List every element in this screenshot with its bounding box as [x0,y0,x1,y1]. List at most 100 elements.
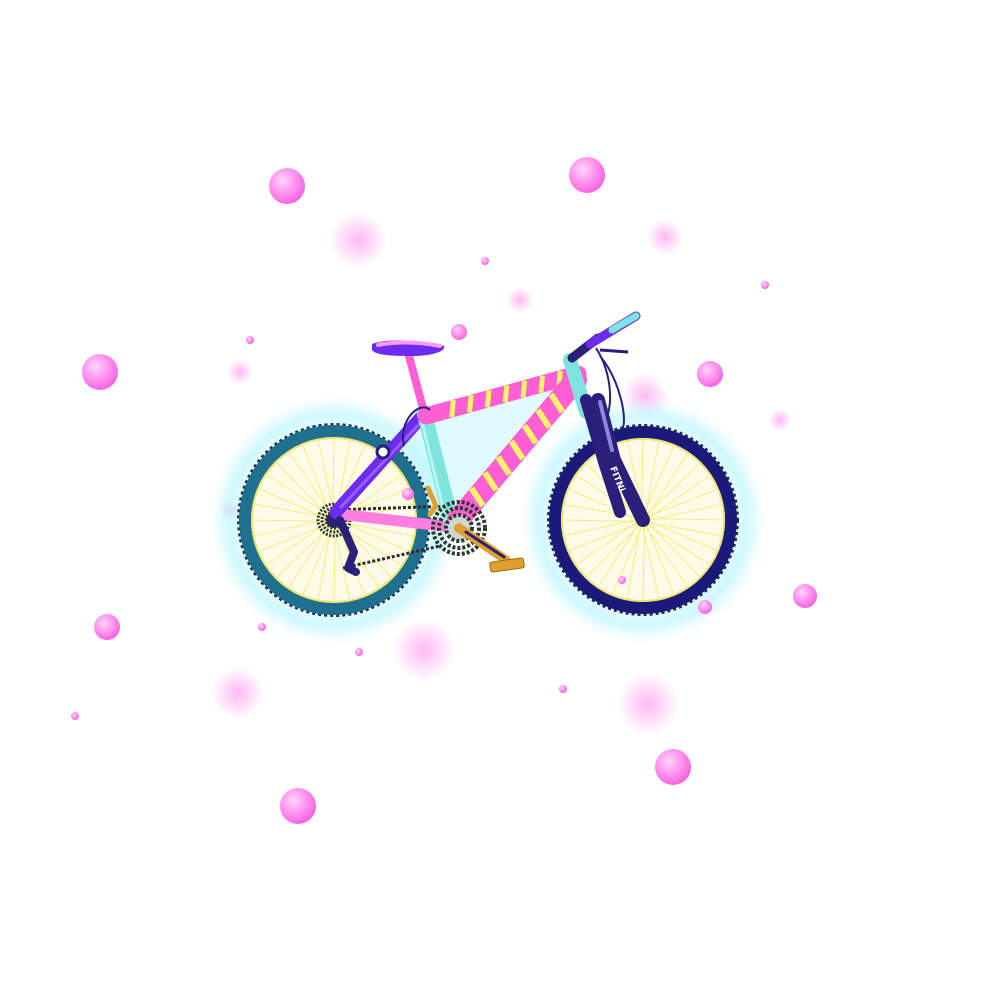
haze-bubble [212,667,264,719]
bubble [451,324,467,340]
seat-post [405,352,428,416]
haze-bubble [616,672,680,736]
spoke [332,438,335,515]
spoke [611,525,643,595]
frame-stripe [467,394,474,413]
bubble [94,614,120,640]
chainring-ring [431,500,487,556]
bubble [761,281,769,289]
bubble [697,361,723,387]
spoke [317,525,332,600]
bubble [569,157,605,193]
spoke [648,475,710,519]
spoke [258,488,329,520]
spoke [648,520,718,552]
frame-stripe [522,423,539,445]
chainring-ring [437,506,481,550]
spoke [645,441,660,515]
spoke [647,522,700,577]
top-tube-stripes [449,370,563,418]
spoke [562,519,638,522]
bubble [280,788,316,824]
bubble [618,576,626,584]
haze-bubble [392,618,456,682]
frame-stripe [484,390,492,408]
haze-bubble [621,372,669,420]
brake-caliper [375,444,391,460]
spoke [598,523,639,587]
frame-stripe [502,385,510,403]
frame-stripe [508,439,526,461]
bubble [481,257,489,265]
spoke [339,520,410,552]
bubble [82,354,118,390]
rear-derailleur [336,516,360,576]
spoke [642,525,645,601]
spoke [254,519,329,537]
bubble [793,584,817,608]
chain [332,504,453,570]
spoke [626,525,641,599]
spoke [564,519,638,537]
drivetrain [336,485,525,576]
pedal [489,557,525,573]
spoke [643,445,675,515]
bubble [559,685,567,693]
bubble [698,600,712,614]
spoke [648,522,722,537]
spoke [647,453,688,517]
spoke [647,488,718,517]
spoke [646,524,675,595]
bubble [246,336,254,344]
spoke [258,523,330,552]
bubbles [71,157,817,824]
frame-stripe [449,399,456,418]
spoke [568,488,638,520]
bubble [655,749,691,785]
bubble [71,712,79,720]
front-tire [549,426,737,614]
spoke [564,503,638,518]
spoke [317,440,335,515]
spoke [576,521,638,565]
frame-stripe [482,470,499,492]
chain-stay [332,508,458,533]
spoke [266,521,329,566]
spoke [646,524,710,565]
bubble [258,623,266,631]
wheel-glow [532,409,754,631]
spoke [254,503,329,518]
bubble [269,168,305,204]
spoke [252,519,329,522]
spoke [266,474,331,516]
frame-stripe [548,392,565,414]
frame-stripe [469,486,486,508]
bubble [402,488,414,500]
spoke [288,452,333,515]
spoke [302,525,334,596]
haze-bubble [646,218,684,256]
frame-stripe [520,380,528,398]
down-tube-stripes [469,392,565,508]
spoke [644,525,688,587]
spoke [568,523,639,552]
haze-bubble [329,211,387,269]
frame-stripe [495,455,512,477]
spoke [648,503,722,521]
spoke [302,444,331,516]
spoke [276,524,332,578]
bubble [355,648,363,656]
spoke [333,525,336,602]
spoke [648,518,724,521]
spoke [276,462,330,518]
spoke [645,463,700,516]
spoke [288,523,330,588]
spoke [339,522,414,537]
frame-stripe [535,408,552,430]
haze-bubble [227,359,253,385]
spoke [333,525,351,600]
bike-frame: FITNi [329,311,649,533]
spoke [576,475,640,516]
